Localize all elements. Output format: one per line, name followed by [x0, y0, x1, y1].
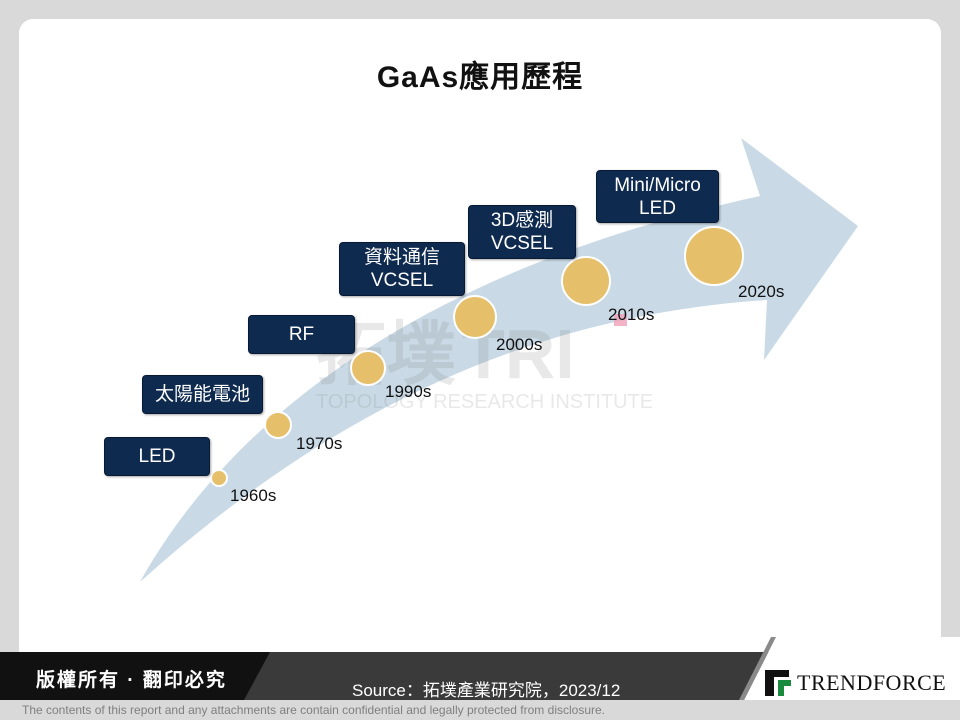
year-label-2010s: 2010s — [608, 305, 655, 324]
tag-label: 太陽能電池 — [154, 384, 250, 405]
footer-dark-tab — [0, 652, 270, 700]
footer-logo-panel — [744, 637, 960, 700]
tag-solar-cell: 太陽能電池 — [142, 375, 263, 414]
footer-logo-accent — [739, 637, 776, 700]
disclaimer: The contents of this report and any atta… — [22, 703, 605, 717]
year-label-2000s: 2000s — [496, 335, 543, 354]
tag-label: RF — [288, 324, 315, 345]
tag-datacom-vcsel: 資料通信 VCSEL — [339, 242, 465, 296]
tag-label: 資料通信 VCSEL — [363, 247, 440, 291]
watermark-dot — [614, 314, 627, 326]
milestone-circle-1990s — [350, 350, 386, 386]
year-label-2020s: 2020s — [738, 282, 785, 301]
watermark: 拓墣 TRI TOPOLOGY RESEARCH INSTITUTE — [316, 313, 653, 413]
year-label-1970s: 1970s — [296, 434, 343, 453]
milestone-circle-2000s — [453, 295, 497, 339]
tag-3d-sensing-vcsel: 3D感測 VCSEL — [468, 205, 576, 259]
milestone-circle-1960s — [210, 469, 228, 487]
tag-label: LED — [138, 446, 176, 467]
watermark-sub: TOPOLOGY RESEARCH INSTITUTE — [316, 391, 653, 413]
milestone-circle-1970s — [264, 411, 292, 439]
tag-label: 3D感測 VCSEL — [490, 210, 554, 254]
year-label-1990s: 1990s — [385, 382, 432, 401]
milestone-circle-2020s — [684, 226, 744, 286]
tag-led: LED — [104, 437, 210, 476]
copyright-notice: 版權所有 · 翻印必究 — [36, 670, 227, 691]
source-note: Source：拓墣產業研究院，2023/12 — [352, 681, 621, 700]
trendforce-logo-text: TRENDFORCE — [797, 670, 947, 695]
tag-label: Mini/Micro LED — [614, 174, 701, 219]
trendforce-logo-icon — [765, 670, 791, 696]
year-label-1960s: 1960s — [230, 486, 277, 505]
slide-title: GaAs應用歷程 — [376, 61, 584, 94]
tag-mini-micro-led: Mini/Micro LED — [596, 170, 719, 223]
timeline-arrow — [140, 138, 858, 582]
milestone-circle-2010s — [561, 256, 611, 306]
tag-rf: RF — [248, 315, 355, 354]
